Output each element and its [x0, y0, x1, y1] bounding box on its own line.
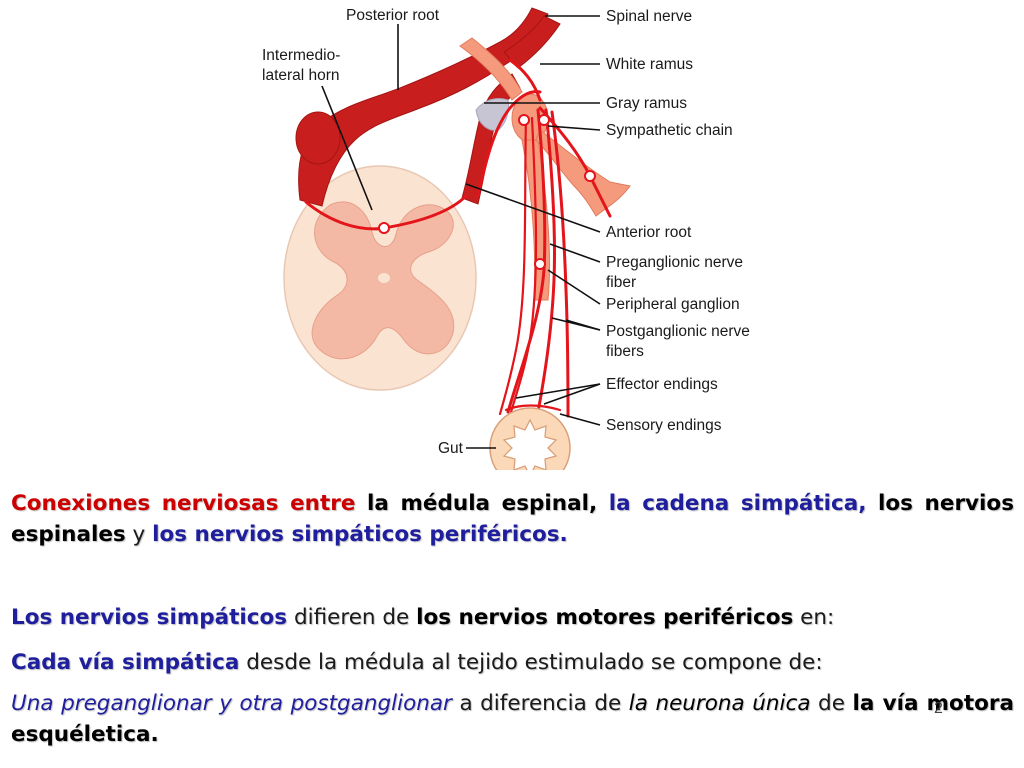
text-span: desde la médula al tejido estimulado se …	[239, 650, 823, 675]
fiber-to-chain	[476, 90, 542, 198]
text-span: los nervios espinales	[11, 491, 1014, 547]
fiber-post-2	[508, 116, 538, 418]
text-span: Conexiones nerviosas entre	[11, 491, 356, 516]
text-span: a diferencia de	[451, 691, 629, 716]
synapse-chain-1	[518, 114, 530, 126]
label-preganglionic-1: Preganglionic nerve	[606, 254, 743, 271]
label-sympathetic-chain: Sympathetic chain	[606, 122, 733, 139]
text-span: la médula espinal,	[355, 491, 598, 516]
synapse-peripheral	[534, 258, 546, 270]
gut-lumen	[502, 418, 558, 470]
slide-text: Conexiones nerviosas entre la médula esp…	[11, 488, 1014, 750]
text-span: de	[810, 691, 853, 716]
diagram-labels: Posterior root Intermedio- lateral horn …	[262, 7, 750, 457]
spinal-cord	[283, 165, 477, 391]
label-peripheral-ganglion: Peripheral ganglion	[606, 296, 740, 313]
label-intermediolateral-2: lateral horn	[262, 67, 340, 84]
text-span: la cadena simpática,	[597, 491, 867, 516]
label-postganglionic-2: fibers	[606, 343, 644, 360]
text-span: en:	[793, 605, 835, 630]
text-span: Los nervios simpáticos	[11, 605, 288, 630]
dorsal-root-ganglion	[295, 111, 341, 165]
label-anterior-root: Anterior root	[606, 224, 692, 241]
paragraph-pathway: Cada vía simpática desde la médula al te…	[11, 647, 1014, 678]
sympathetic-nerve-diagram: Posterior root Intermedio- lateral horn …	[262, 7, 750, 470]
label-postganglionic-1: Postganglionic nerve	[606, 323, 750, 340]
fiber-white-ramus	[508, 58, 542, 102]
paragraph-neurons: Una preganglionar y otra postganglionar …	[11, 688, 1014, 750]
fiber-pre-3	[550, 110, 570, 418]
fiber-pre-2	[536, 108, 557, 414]
label-intermediolateral-1: Intermedio-	[262, 47, 340, 64]
synapse-chain-2	[538, 114, 550, 126]
text-span: los nervios motores periféricos	[416, 605, 794, 630]
text-span: y	[125, 522, 153, 547]
fiber-gut-cross	[504, 404, 562, 412]
label-effector-endings: Effector endings	[606, 376, 718, 393]
paragraph-differ: Los nervios simpáticos difieren de los n…	[11, 602, 1014, 633]
spinal-nerve-trunk	[503, 15, 561, 69]
label-gut: Gut	[438, 440, 464, 457]
label-posterior-root: Posterior root	[346, 7, 440, 24]
chain-upper	[459, 37, 523, 101]
paragraph-connections: Conexiones nerviosas entre la médula esp…	[11, 488, 1014, 550]
label-spinal-nerve: Spinal nerve	[606, 8, 692, 25]
label-white-ramus: White ramus	[606, 56, 693, 73]
text-span: Una preganglionar y otra postganglionar	[11, 691, 452, 716]
central-canal	[378, 273, 390, 283]
leader-lines	[321, 15, 601, 449]
text-span: difieren de	[287, 605, 417, 630]
fiber-post-1	[498, 116, 528, 416]
synapse-horn	[378, 222, 390, 234]
fiber-pre-1	[506, 108, 547, 414]
text-span: la vía motora esquéletica.	[11, 691, 1014, 747]
label-sensory-endings: Sensory endings	[606, 417, 722, 434]
label-gray-ramus: Gray ramus	[606, 95, 687, 112]
gut	[489, 407, 571, 470]
text-span: Cada vía simpática	[11, 650, 240, 675]
text-span: la neurona única	[628, 691, 811, 716]
synapses	[378, 114, 596, 270]
nerve-fibers	[304, 58, 612, 418]
label-preganglionic-2: fiber	[606, 274, 636, 291]
slide-number: 2	[934, 700, 943, 717]
synapse-branch	[584, 170, 596, 182]
text-span: los nervios simpáticos periféricos.	[152, 522, 568, 547]
